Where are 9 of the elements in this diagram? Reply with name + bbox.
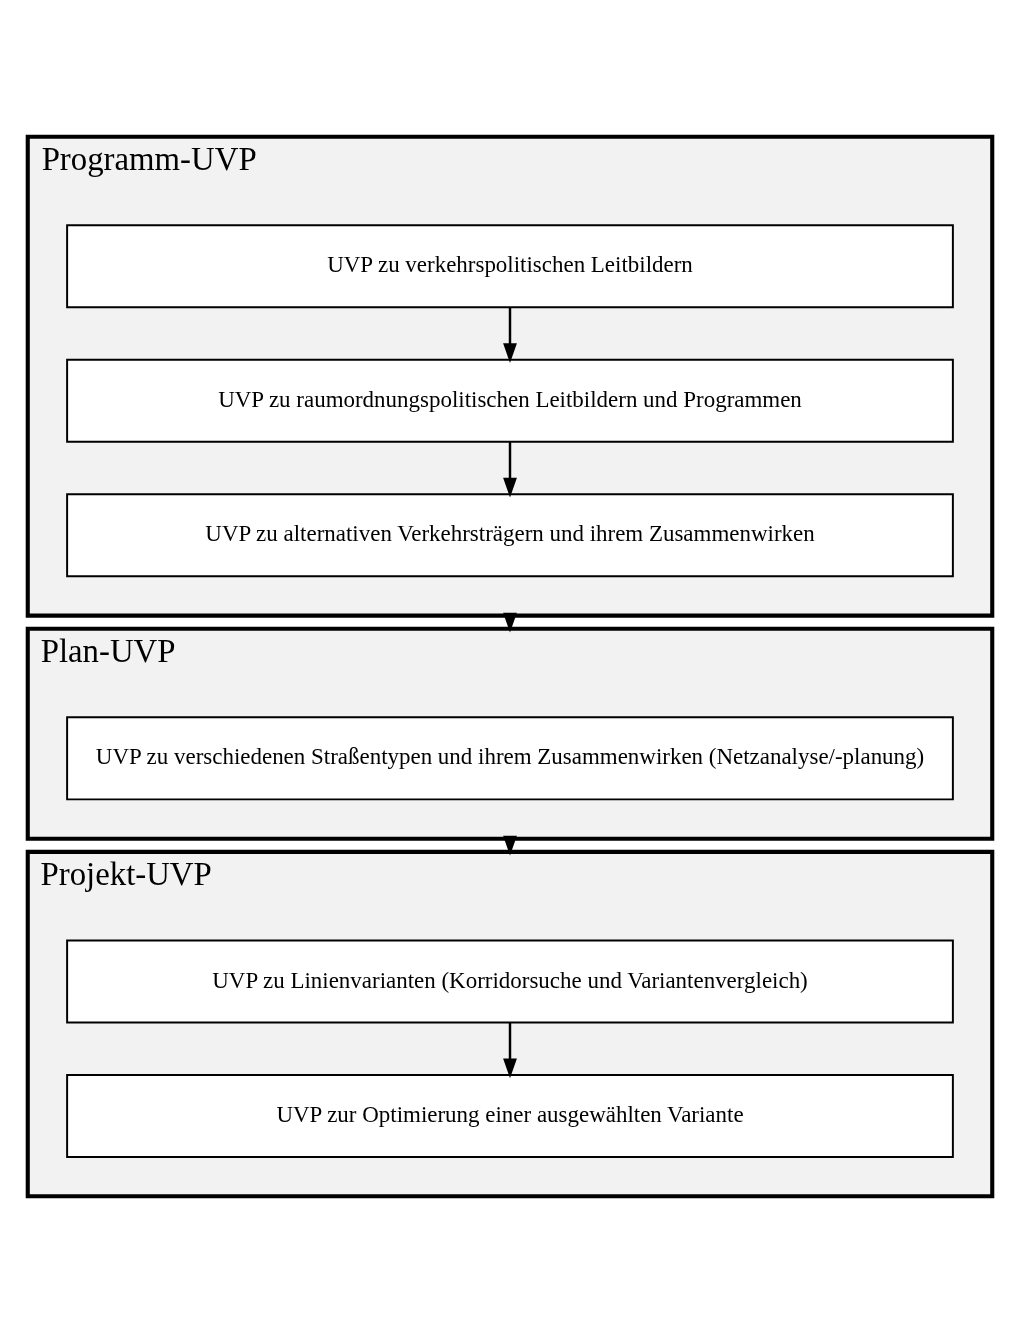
node-box: UVP zu Linienvarianten (Korridorsuche und Variantenvergleich) <box>66 939 954 1024</box>
arrow <box>503 1022 517 1079</box>
arrow <box>503 307 517 364</box>
arrow <box>503 441 517 498</box>
node-box: UVP zu raumordnungspolitischen Leitbildern und Programmen <box>66 358 954 443</box>
node-box: UVP zu alternativen Verkehrsträgern und ihrem Zusammenwirken <box>66 493 954 578</box>
node-box: UVP zu verkehrspolitischen Leitbildern <box>66 224 954 309</box>
node-box: UVP zur Optimierung einer ausgewählten Variante <box>66 1073 954 1158</box>
node-box: UVP zu verschiedenen Straßentypen und ihrem Zusammenwirken (Netzanalyse/-planung) <box>66 716 954 801</box>
